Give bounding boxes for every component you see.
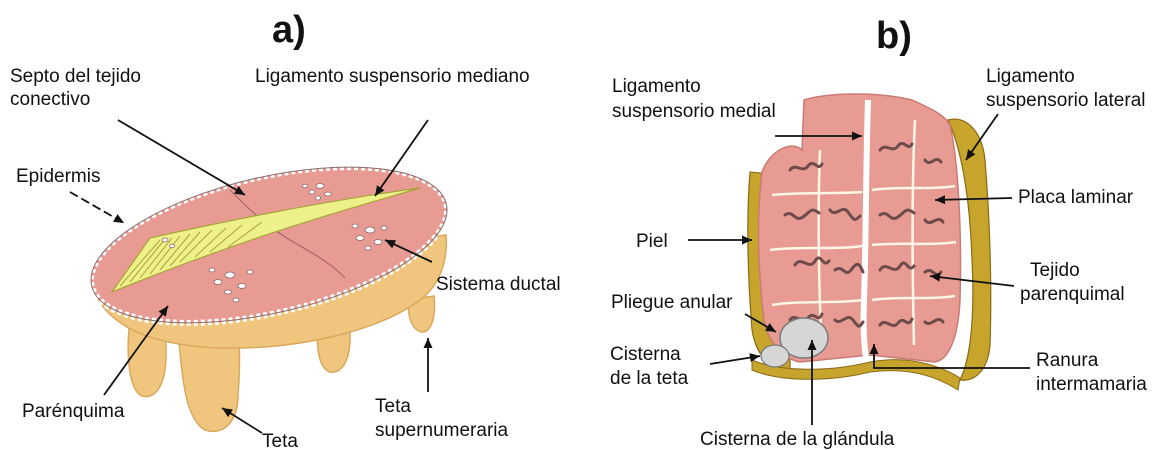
teta-supernumeraria-pointer-arrowhead — [424, 338, 433, 348]
epidermis-label: Epidermis — [16, 166, 100, 187]
teta-label: Teta — [262, 431, 298, 450]
lig-medial-label-line1: Ligamento — [612, 76, 701, 97]
ranura-label-line2: intermamaria — [1036, 374, 1147, 395]
placa-laminar-label: Placa laminar — [1018, 187, 1134, 208]
piel-label: Piel — [636, 231, 668, 252]
lig-lateral-label-line2: suspensorio lateral — [986, 90, 1145, 111]
cisterna-teta-illustration — [761, 345, 789, 367]
tejido-label-line1: Tejido — [1030, 260, 1080, 281]
ranura-label-line1: Ranura — [1036, 350, 1099, 371]
parenquima-label: Parénquima — [22, 401, 125, 422]
cisterna-teta-label-line2: de la teta — [610, 368, 689, 389]
lig-medial-label-line2: suspensorio medial — [612, 101, 776, 122]
ligamento-mediano-label: Ligamento suspensorio mediano — [255, 66, 530, 87]
panel-b-title: b) — [876, 15, 912, 57]
panel-b: b) — [610, 15, 1147, 450]
septo-label-line1: Septo del tejido — [10, 66, 141, 87]
lig-lateral-label-line1: Ligamento — [986, 66, 1075, 87]
teta-supernumeraria-label-line1: Teta — [375, 396, 411, 417]
pliegue-anular-label: Pliegue anular — [611, 292, 733, 313]
tejido-label-line2: parenquimal — [1020, 284, 1125, 305]
panel-a-title: a) — [272, 9, 306, 51]
cisterna-teta-label-line1: Cisterna — [610, 344, 681, 365]
cisterna-glandula-label: Cisterna de la glándula — [700, 429, 895, 450]
teta-supernumeraria-label-line2: supernumeraria — [375, 420, 508, 441]
sistema-ductal-label: Sistema ductal — [436, 274, 561, 295]
septo-label-line2: conectivo — [10, 89, 90, 110]
septo-pointer — [118, 120, 245, 195]
panel-a: a) Septo del tejido conectivo Liga — [10, 9, 561, 450]
